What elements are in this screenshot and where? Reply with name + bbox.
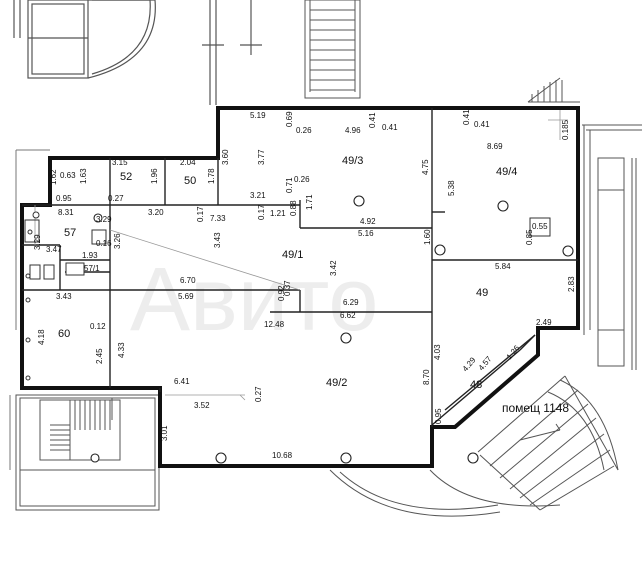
dim-label: 6.62 (340, 311, 356, 320)
dim-label: 1.96 (150, 168, 159, 184)
dim-label: 0.69 (285, 111, 294, 127)
dim-label: 0.41 (382, 123, 398, 132)
dim-label: 1.71 (305, 194, 314, 210)
dim-label: 0.88 (289, 200, 298, 216)
dim-label: 1.60 (423, 229, 432, 245)
dim-label: 0.85 (525, 229, 534, 245)
dim-label: 12.48 (264, 320, 285, 329)
dim-label: 3.42 (329, 260, 338, 276)
dim-label: 0.95 (56, 194, 72, 203)
dim-label: 6.41 (174, 377, 190, 386)
dim-label: 8.69 (487, 142, 503, 151)
room-label-50a: 50 (184, 175, 196, 187)
ceiling-lights (90, 195, 574, 464)
dim-label: 2.04 (180, 158, 196, 167)
room-label-57-1: 57/1 (84, 264, 100, 273)
dim-label: 4.75 (421, 159, 430, 175)
dim-label: 0.41 (368, 112, 377, 128)
dim-label: 0.12 (90, 322, 106, 331)
small-fixtures (24, 211, 551, 381)
left-outer-lines (9, 149, 50, 470)
dim-label: 4.33 (117, 342, 126, 358)
top-right-steps (527, 77, 580, 103)
room-label-60: 60 (58, 328, 70, 340)
dim-label: 0.185 (561, 119, 570, 140)
curved-staircase (329, 375, 619, 517)
room-label-49-2: 49/2 (326, 377, 347, 389)
dim-label: 0.92 (277, 285, 286, 301)
dim-label: 1.62 (49, 169, 58, 185)
room-label-52: 52 (120, 171, 132, 183)
room-label-57: 57 (64, 227, 76, 239)
premise-label: помещ 1148 (502, 401, 569, 415)
dim-label: 5.16 (358, 229, 374, 238)
dim-label: 0.63 (60, 171, 76, 180)
room-label-49-1: 49/1 (282, 249, 303, 261)
interior-walls (22, 108, 578, 427)
room-label-48: 48 (470, 379, 482, 391)
dim-label: 10.68 (272, 451, 293, 460)
dim-label: 8.70 (422, 369, 431, 385)
room-label-49-3: 49/3 (342, 155, 363, 167)
dim-label: 3.29 (96, 215, 112, 224)
top-left-structure (13, 0, 262, 105)
dim-label: 4.57 (477, 354, 494, 372)
dim-label: 3.43 (56, 292, 72, 301)
dim-label: 0.95 (434, 408, 443, 424)
dim-label: 3.52 (194, 401, 210, 410)
dim-label: 3.01 (160, 425, 169, 441)
dim-label: 0.16 (96, 239, 112, 248)
dim-label: 1.93 (82, 251, 98, 260)
dim-label: 0.26 (294, 175, 310, 184)
dim-label: 0.17 (196, 206, 205, 222)
dim-label: 4.92 (360, 217, 376, 226)
dim-label: 2.49 (536, 318, 552, 327)
room-label-49: 49 (476, 287, 488, 299)
dim-label: 6.29 (343, 298, 359, 307)
dim-label: 4.18 (37, 329, 46, 345)
right-structure (582, 124, 642, 370)
dim-label: 4.29 (461, 355, 478, 373)
top-staircase (304, 0, 361, 99)
room-label-49-4: 49/4 (496, 166, 517, 178)
dim-label: 7.33 (210, 214, 226, 223)
dim-label: 1.26 (505, 343, 522, 361)
dim-label: 0.41 (462, 109, 471, 125)
dim-label: 3.20 (148, 208, 164, 217)
dim-label: 4.03 (433, 344, 442, 360)
dim-label: 3.26 (113, 233, 122, 249)
dim-label: 3.60 (221, 149, 230, 165)
dim-label: 5.69 (178, 292, 194, 301)
dim-label: 0.37 (283, 280, 292, 296)
dim-label: 3.21 (250, 191, 266, 200)
dim-label: 0.27 (254, 386, 263, 402)
dim-label: 5.19 (250, 111, 266, 120)
dim-label: 5.84 (495, 262, 511, 271)
dim-label: 8.31 (58, 208, 74, 217)
dim-label: 0.71 (285, 177, 294, 193)
dim-label: 0.26 (296, 126, 312, 135)
dim-label: 2.83 (567, 276, 576, 292)
dim-label: 1.78 (207, 168, 216, 184)
lower-left-staircase (15, 394, 160, 511)
dim-label: 0.41 (474, 120, 490, 129)
dim-label: 6.70 (180, 276, 196, 285)
dim-label: 3.15 (112, 158, 128, 167)
dim-label: 5.38 (447, 180, 456, 196)
dim-label: 3.29 (33, 234, 42, 250)
dim-label: 0.27 (108, 194, 124, 203)
dim-label: 3.47 (46, 245, 62, 254)
dim-label: 3.77 (257, 149, 266, 165)
dim-label: 3.43 (213, 232, 222, 248)
dim-label: 1.21 (270, 209, 286, 218)
dim-label: 0.17 (257, 204, 266, 220)
dim-label: 1.63 (79, 168, 88, 184)
dim-label: 0.55 (532, 222, 548, 231)
dim-label: 4.96 (345, 126, 361, 135)
watermark-text: Авито (130, 250, 378, 350)
main-perimeter-wall (20, 106, 580, 468)
dim-label: 2.45 (95, 348, 104, 364)
